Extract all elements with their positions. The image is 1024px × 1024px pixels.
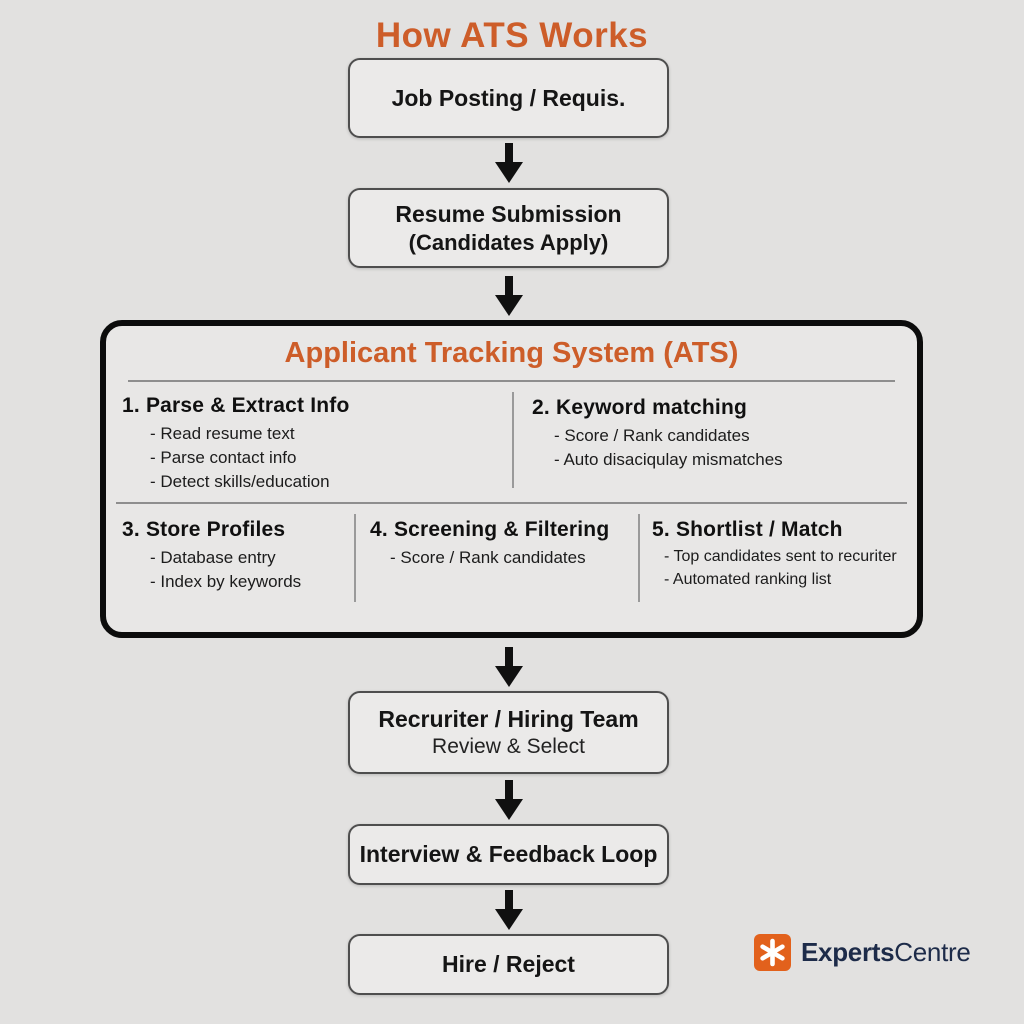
bullet-item: - Database entry: [150, 548, 276, 567]
flow-box-interview-feedback: Interview & Feedback Loop: [348, 824, 669, 885]
bullet-item: - Score / Rank candidates: [554, 426, 750, 445]
ats-step-store-profiles: 3. Store Profiles - Database entry - Ind…: [122, 512, 354, 616]
flow-box-hire-reject: Hire / Reject: [348, 934, 669, 995]
bullet-item: - Index by keywords: [150, 571, 302, 591]
hire-reject-label: Hire / Reject: [442, 951, 575, 978]
ats-step-items: - Score / Rank candidates - Auto disaciq…: [532, 424, 907, 472]
ats-row-1: 1. Parse & Extract Info - Read resume te…: [106, 382, 917, 502]
recruiter-label: Recruriter / Hiring Team: [378, 706, 639, 732]
down-arrow-icon: [495, 890, 523, 930]
down-arrow-icon: [495, 143, 523, 183]
arrow-head: [495, 909, 523, 930]
bullet-item: - Parse contact info: [150, 447, 297, 467]
job-posting-label: Job Posting / Requis.: [391, 84, 626, 111]
down-arrow-icon: [495, 647, 523, 687]
ats-step-heading: 1. Parse & Extract Info: [122, 394, 350, 417]
bullet-item: - Read resume text: [150, 424, 295, 443]
ats-step-items: - Top candidates sent to recuriter - Aut…: [652, 546, 909, 591]
arrow-stem: [505, 647, 513, 666]
horizontal-divider: [128, 380, 895, 382]
ats-title: Applicant Tracking System (ATS): [284, 337, 739, 369]
arrow-head: [495, 162, 523, 183]
interview-label: Interview & Feedback Loop: [359, 841, 658, 868]
flow-box-resume-submission: Resume Submission (Candidates Apply): [348, 188, 669, 268]
bullet-item: - Top candidates sent to recuriter: [664, 548, 897, 565]
experts-centre-logo: ExpertsCentre: [754, 934, 971, 971]
asterisk-icon: [754, 934, 791, 971]
arrow-head: [495, 295, 523, 316]
arrow-stem: [505, 143, 513, 162]
down-arrow-icon: [495, 780, 523, 820]
arrow-stem: [505, 276, 513, 295]
ats-step-shortlist-match: 5. Shortlist / Match - Top candidates se…: [640, 512, 909, 616]
ats-step-items: - Read resume text - Parse contact info …: [122, 422, 504, 493]
vertical-divider: [354, 514, 356, 602]
ats-container: Applicant Tracking System (ATS) 1. Parse…: [100, 320, 923, 638]
flow-box-job-posting: Job Posting / Requis.: [348, 58, 669, 138]
ats-step-heading: 5. Shortlist / Match: [652, 518, 843, 541]
ats-step-heading: 3. Store Profiles: [122, 518, 286, 541]
recruiter-sublabel: Review & Select: [432, 734, 585, 758]
ats-row-2: 3. Store Profiles - Database entry - Ind…: [106, 504, 917, 616]
ats-step-keyword-matching: 2. Keyword matching - Score / Rank candi…: [514, 390, 907, 502]
page-title: How ATS Works: [375, 16, 649, 55]
resume-submission-sublabel: (Candidates Apply): [408, 229, 609, 255]
arrow-stem: [505, 890, 513, 909]
down-arrow-icon: [495, 276, 523, 316]
logo-wordmark: ExpertsCentre: [801, 937, 971, 968]
logo-text-bold: Experts: [801, 937, 895, 967]
vertical-divider: [638, 514, 640, 602]
arrow-stem: [505, 780, 513, 799]
ats-step-heading: 2. Keyword matching: [532, 396, 748, 419]
ats-step-items: - Score / Rank candidates: [370, 546, 632, 570]
resume-submission-label: Resume Submission: [395, 200, 622, 227]
ats-step-parse-extract: 1. Parse & Extract Info - Read resume te…: [122, 390, 512, 502]
vertical-divider: [512, 392, 514, 488]
flow-box-recruiter-review: Recruriter / Hiring Team Review & Select: [348, 691, 669, 774]
logo-text-regular: Centre: [894, 937, 971, 967]
ats-step-items: - Database entry - Index by keywords: [122, 546, 348, 594]
bullet-item: - Score / Rank candidates: [390, 548, 586, 567]
arrow-head: [495, 666, 523, 687]
arrow-head: [495, 799, 523, 820]
ats-step-screening-filtering: 4. Screening & Filtering - Score / Rank …: [356, 512, 638, 616]
bullet-item: - Automated ranking list: [664, 570, 832, 588]
horizontal-divider: [116, 502, 907, 504]
ats-step-heading: 4. Screening & Filtering: [370, 518, 610, 541]
bullet-item: - Auto disaciqulay mismatches: [554, 449, 783, 469]
bullet-item: - Detect skills/education: [150, 471, 330, 491]
